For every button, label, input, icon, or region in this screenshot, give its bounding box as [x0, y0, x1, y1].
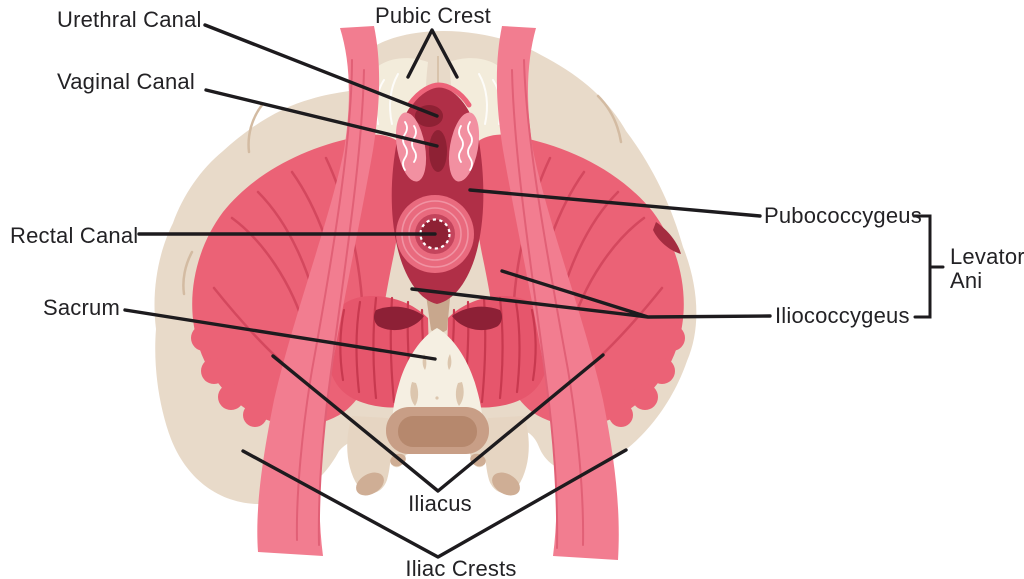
leader-line-iliococcygeus — [410, 269, 772, 319]
leader-line-iliacus — [271, 353, 605, 493]
leader-line-sacrum — [123, 308, 437, 361]
label-pubic-crest: Pubic Crest — [375, 3, 491, 28]
muscle-shadow-wedge-right — [452, 306, 503, 331]
leader-line-iliac-crests — [241, 448, 628, 559]
bone-tip-right — [492, 472, 520, 496]
levator-ani-bracket — [912, 214, 945, 319]
psoas-band-left — [257, 26, 380, 556]
label-iliacus: Iliacus — [408, 491, 472, 516]
label-vaginal-canal: Vaginal Canal — [57, 69, 195, 94]
vaginal-sphincter-left — [395, 112, 427, 182]
label-levator-ani-line1: Levator — [950, 244, 1024, 269]
leader-line-vaginal-canal — [204, 88, 439, 148]
label-iliococcygeus: Iliococcygeus — [775, 303, 910, 328]
muscle-shadow-wedge-left — [373, 306, 424, 331]
pelvic-illustration — [154, 26, 697, 560]
bone-tip-left — [356, 472, 384, 496]
coccyx-pad — [386, 407, 489, 454]
label-sacrum: Sacrum — [43, 295, 120, 320]
label-iliac-crests: Iliac Crests — [405, 556, 516, 579]
leader-line-pubococcygeus — [468, 188, 762, 218]
vaginal-sphincter-right — [448, 112, 480, 182]
label-rectal-canal: Rectal Canal — [10, 223, 138, 248]
label-levator-ani-line2: Ani — [950, 268, 982, 293]
labels: Urethral Canal Vaginal Canal Pubic Crest… — [10, 3, 1024, 579]
vaginal-opening — [429, 130, 447, 172]
label-urethral-canal: Urethral Canal — [57, 7, 202, 32]
muscle-crevice-right — [653, 222, 681, 254]
label-pubococcygeus: Pubococcygeus — [764, 203, 922, 228]
leader-line-urethral-canal — [203, 23, 439, 118]
leader-line-pubic-crest — [406, 28, 459, 79]
leader-lines — [123, 23, 945, 559]
